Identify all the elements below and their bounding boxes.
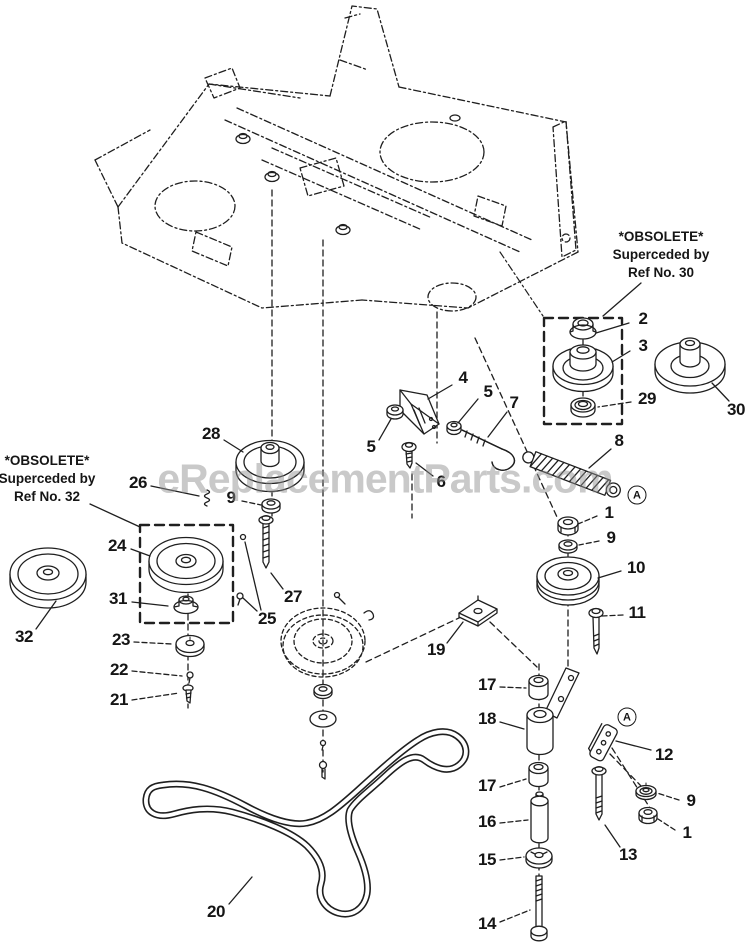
bushing-17a [528, 674, 549, 701]
leader-lines [35, 282, 730, 923]
washer-9a [261, 498, 281, 514]
nut-1b [638, 806, 658, 825]
leader-line [241, 500, 262, 506]
leader-line [35, 600, 57, 630]
bolt-6 [401, 441, 417, 469]
spring-26 [203, 489, 211, 507]
leader-line [130, 548, 151, 557]
bolt-27 [258, 515, 274, 569]
washer-15 [525, 847, 553, 869]
extension-spring-8 [522, 451, 621, 498]
leader-line [446, 621, 464, 644]
leader-line [597, 401, 632, 408]
leader-line [244, 541, 262, 611]
screw-21 [182, 684, 194, 704]
leader-line [487, 411, 508, 438]
arm-18 [544, 667, 580, 719]
leader-line [595, 322, 630, 334]
leader-line [588, 448, 612, 469]
pulley-24 [148, 536, 224, 594]
leader-line [604, 824, 621, 848]
pin-25a [239, 533, 247, 541]
washer-29 [570, 397, 596, 418]
bushing-31 [173, 595, 199, 615]
leader-line [427, 384, 453, 400]
nut-5-right [446, 420, 462, 436]
idler-pulley-10 [536, 556, 600, 606]
leader-line [499, 909, 531, 923]
leader-line [657, 818, 676, 831]
pin-22 [186, 671, 194, 684]
leader-line [499, 721, 525, 730]
leader-line [242, 597, 258, 612]
leader-line [223, 439, 244, 453]
leader-line [133, 641, 173, 645]
leader-line [378, 418, 392, 441]
leader-line [131, 601, 169, 607]
leader-line [602, 282, 642, 317]
plate-19 [458, 595, 498, 627]
washer-9c [635, 782, 657, 801]
nut-5-left [386, 404, 404, 420]
nut-1a [557, 516, 579, 536]
leader-line [597, 570, 622, 579]
eyebolt-hook-7 [461, 429, 516, 471]
pulley-32 [9, 547, 87, 609]
spacer-18-cylinder [526, 706, 554, 756]
bracket-12 [588, 723, 618, 762]
bushing-17b [528, 761, 549, 788]
fan-assembly [280, 607, 366, 678]
fan-washers [309, 683, 337, 780]
leader-line [150, 485, 200, 497]
leader-line [499, 778, 527, 788]
flange-nut-2 [569, 317, 597, 340]
washer-9b [558, 539, 578, 554]
pin-25b [236, 592, 244, 606]
leader-line [89, 503, 141, 528]
mower-frame-drawing [94, 5, 579, 312]
leader-line [578, 540, 600, 546]
leader-line [611, 350, 631, 363]
leader-line [131, 670, 183, 677]
leader-line [228, 876, 253, 905]
drive-belt [142, 728, 470, 918]
washer-23 [175, 634, 205, 658]
pulley-3 [552, 344, 614, 393]
leader-line [499, 856, 525, 861]
leader-line [615, 740, 652, 751]
leader-line [601, 614, 624, 617]
fan-top-screw [333, 591, 346, 605]
fan-clip [363, 610, 375, 621]
bolt-13 [591, 766, 607, 821]
idler-pulley-28 [235, 439, 305, 493]
spacer-16 [530, 791, 549, 844]
leader-line [499, 819, 529, 824]
bolt-14 [530, 875, 548, 942]
leader-line [457, 398, 479, 424]
leader-line [577, 515, 598, 525]
leader-line [711, 382, 730, 402]
leader-line [131, 692, 180, 701]
leader-line [656, 792, 680, 801]
leader-line [499, 686, 527, 689]
bolt-11 [588, 607, 604, 655]
leader-line [270, 572, 284, 590]
pulley-30 [654, 337, 726, 394]
obsolete-box-ref32 [138, 523, 235, 625]
leader-line [415, 462, 434, 477]
